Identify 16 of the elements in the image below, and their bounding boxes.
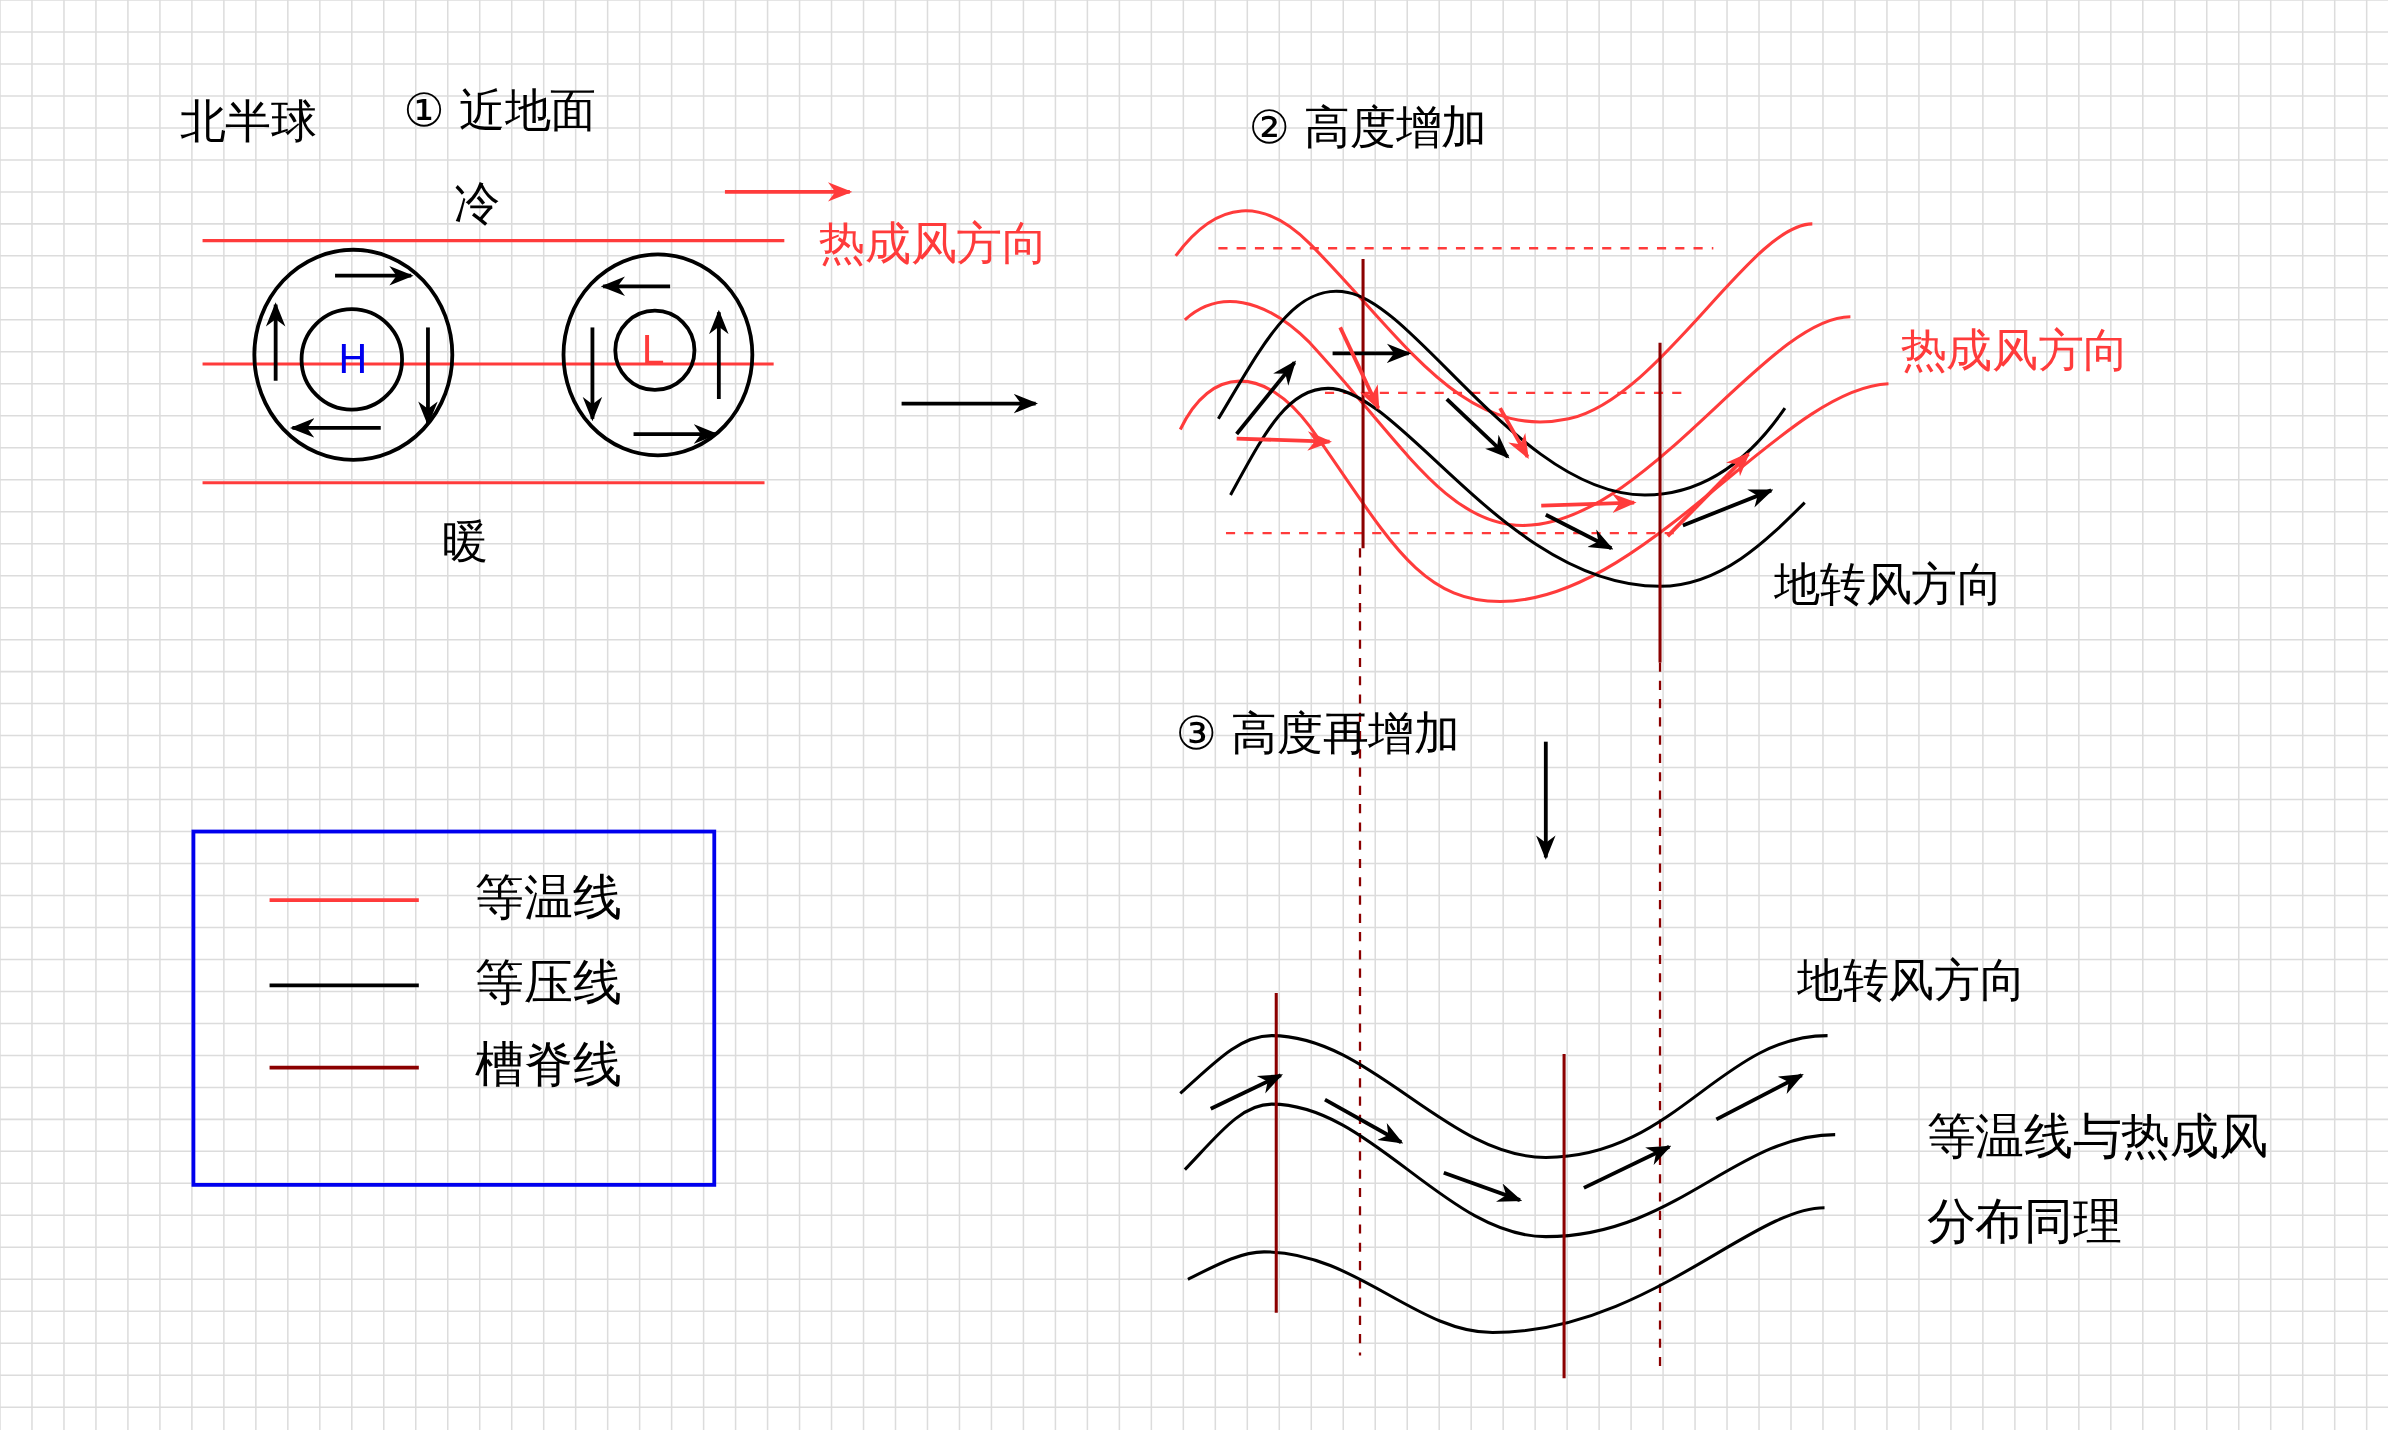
wind-label: 热成风方向 [1900, 322, 2130, 378]
note-text: 等温线与热成风分布同理 [1926, 1106, 2269, 1253]
region-label: 暖 [441, 514, 488, 570]
wind-label: 地转风方向 [1797, 953, 2026, 1009]
legend-text: 等温线 [475, 869, 622, 925]
heading: ① 近地面 [403, 83, 597, 139]
pressure-circle [561, 252, 754, 457]
heading: 北半球 [179, 94, 317, 150]
region-label: 冷 [453, 176, 500, 232]
wind-label: 地转风方向 [1774, 557, 2003, 613]
wind-label: 热成风方向 [819, 216, 1048, 272]
heading: ② 高度增加 [1248, 100, 1488, 156]
legend-text: 槽脊线 [475, 1037, 622, 1092]
legend-text: 等压线 [475, 954, 622, 1010]
heading: ③ 高度再增加 [1175, 706, 1460, 762]
pressure-circle [252, 248, 454, 462]
